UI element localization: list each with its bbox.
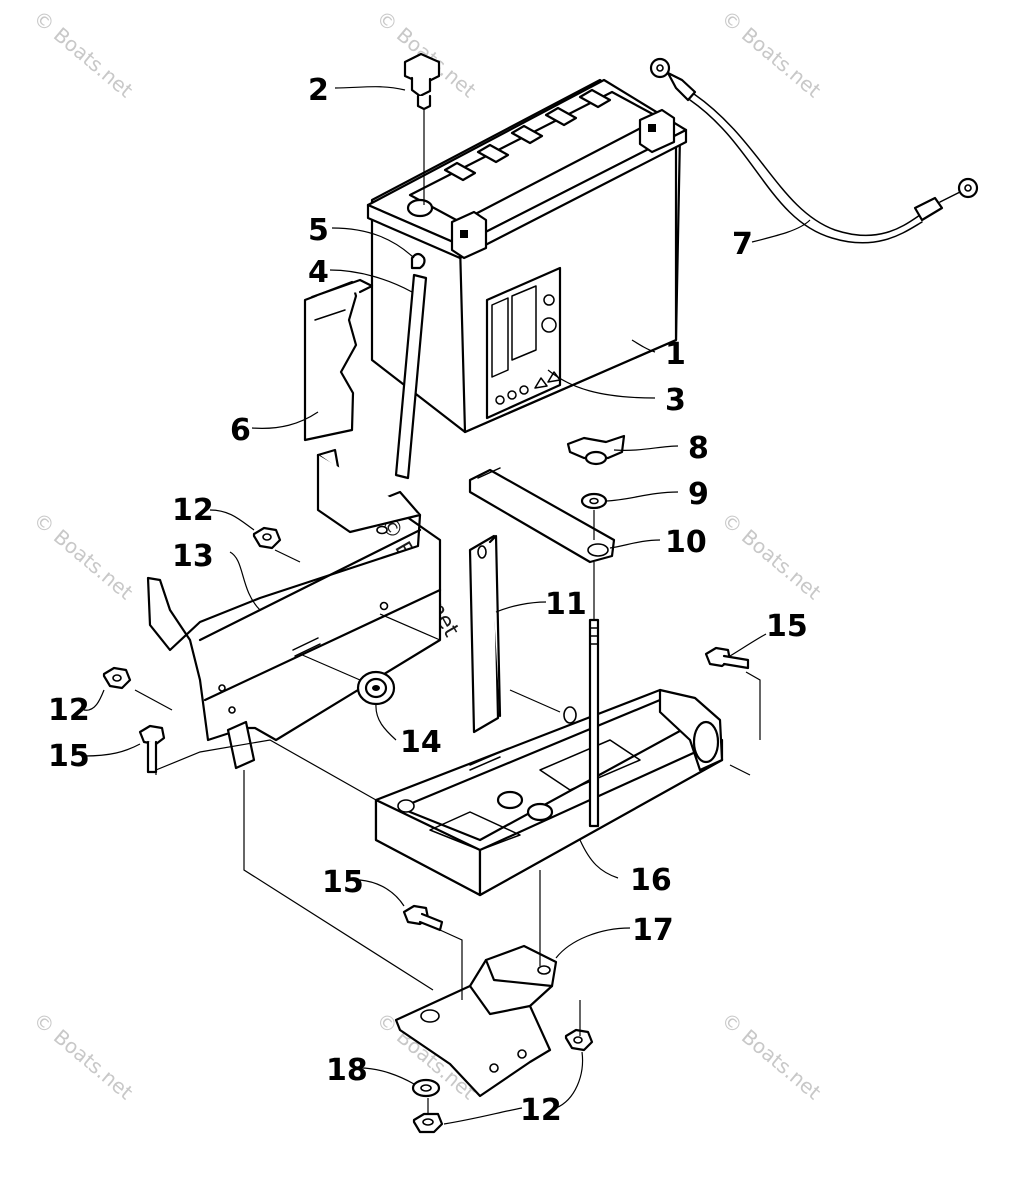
callout-11: 11 [545, 587, 587, 622]
nut [412, 1112, 444, 1134]
callout-12: 12 [172, 493, 214, 528]
callout-15: 15 [766, 609, 808, 644]
callout-17: 17 [632, 913, 674, 948]
nut [102, 666, 132, 690]
callout-12: 12 [48, 693, 90, 728]
callout-14: 14 [400, 725, 442, 760]
callout-4: 4 [308, 255, 329, 290]
callout-10: 10 [665, 525, 707, 560]
watermark: © Boats.net [29, 507, 138, 604]
battery-cable [649, 57, 979, 244]
watermark: © Boats.net [717, 5, 826, 102]
flat-washer [411, 1078, 441, 1098]
callout-13: 13 [172, 539, 214, 574]
mounting-bracket [146, 448, 442, 770]
stud [588, 618, 600, 828]
bolt [704, 646, 750, 670]
watermark: © Boats.net [717, 1007, 826, 1104]
callout-15: 15 [48, 739, 90, 774]
battery-tray [374, 688, 724, 897]
wing-nut [566, 434, 626, 466]
nut [252, 526, 282, 550]
callout-15: 15 [322, 865, 364, 900]
battery [366, 78, 688, 434]
callout-5: 5 [308, 213, 329, 248]
bolt [402, 904, 444, 932]
callout-9: 9 [688, 477, 709, 512]
callout-12: 12 [520, 1093, 562, 1128]
callout-16: 16 [630, 863, 672, 898]
heat-shield [303, 278, 374, 442]
callout-8: 8 [688, 431, 709, 466]
callout-numbers: 2 5 4 6 7 1 3 8 9 10 11 12 13 12 15 14 1… [48, 73, 808, 1128]
watermark: © Boats.net [29, 1007, 138, 1104]
watermark: © Boats.net [717, 507, 826, 604]
callout-1: 1 [665, 337, 686, 372]
callout-2: 2 [308, 73, 329, 108]
watermark: © Boats.net [29, 5, 138, 102]
callout-leaders [83, 86, 811, 1125]
assembly-lines [134, 510, 761, 1114]
callout-3: 3 [665, 383, 686, 418]
callout-18: 18 [326, 1053, 368, 1088]
grommet [356, 670, 396, 706]
hold-down-strap [468, 467, 616, 564]
callout-6: 6 [230, 413, 251, 448]
callout-7: 7 [732, 227, 753, 262]
nut [564, 1028, 594, 1052]
vent-fitting [403, 52, 441, 205]
vent-tube [394, 252, 428, 480]
washer [580, 492, 608, 510]
bolt [138, 724, 166, 774]
lower-bracket [394, 944, 558, 1098]
strap-bracket [468, 534, 502, 734]
